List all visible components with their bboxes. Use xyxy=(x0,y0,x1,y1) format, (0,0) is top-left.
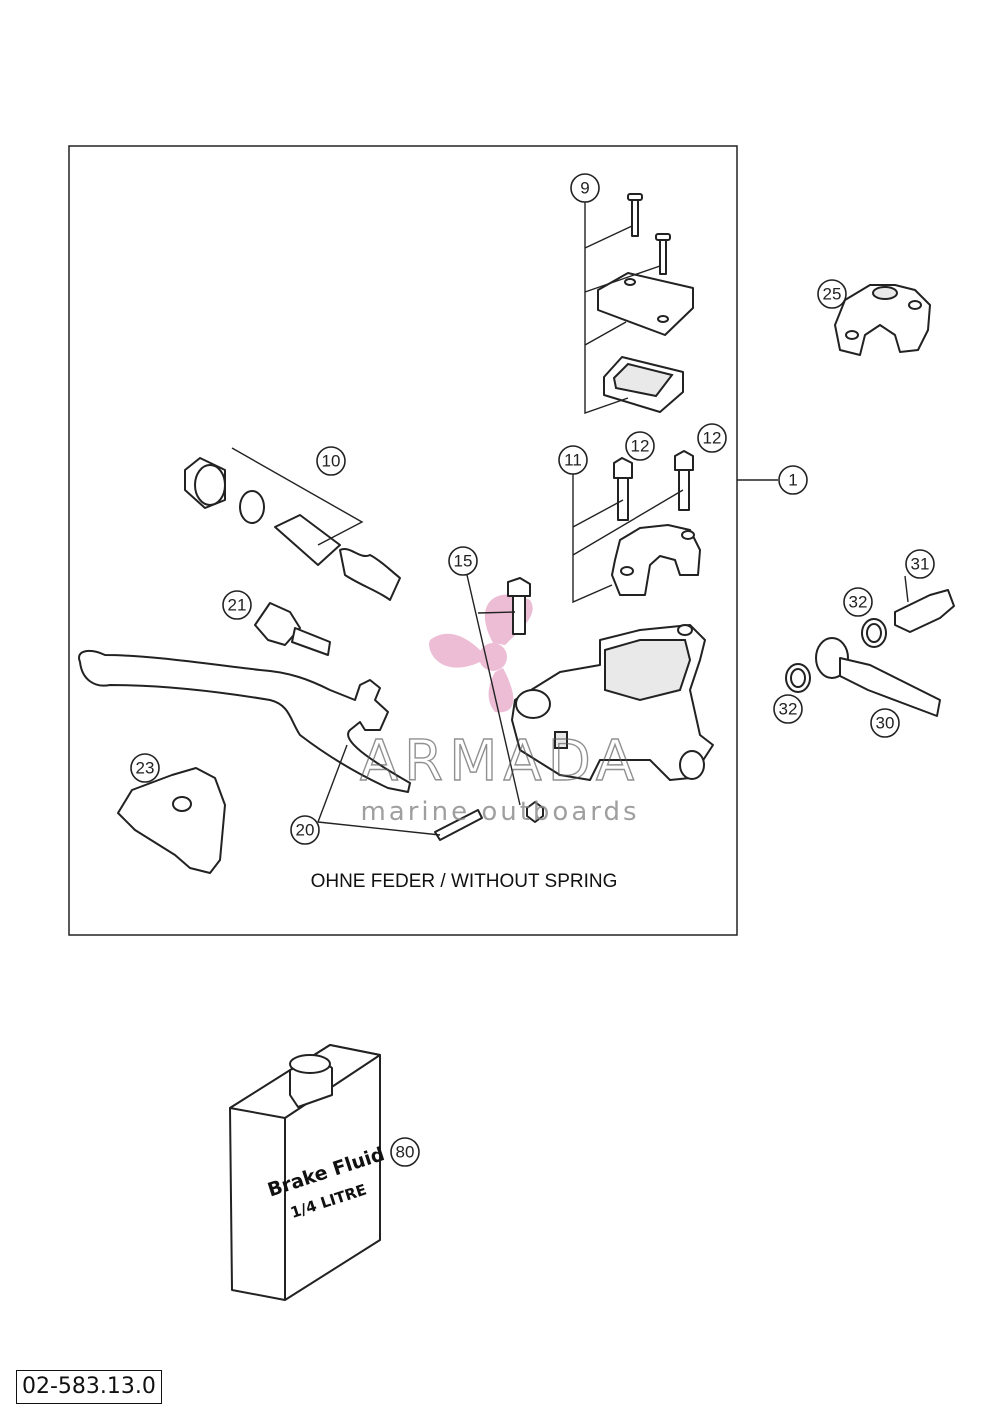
callout-32a: 32 xyxy=(843,587,873,617)
brake-lever xyxy=(78,649,411,793)
callout-15: 15 xyxy=(448,546,478,576)
svg-text:12: 12 xyxy=(703,429,722,448)
svg-text:23: 23 xyxy=(136,759,155,778)
leader-15 xyxy=(466,574,521,806)
svg-text:80: 80 xyxy=(396,1143,415,1162)
svg-text:15: 15 xyxy=(454,552,473,571)
callout-23: 23 xyxy=(130,753,160,783)
reference-number: 02-583.13.0 xyxy=(16,1370,162,1404)
watermark-title: ARMADA xyxy=(360,729,640,794)
svg-text:31: 31 xyxy=(911,555,930,574)
leader-9 xyxy=(584,200,629,414)
leader-20 xyxy=(317,744,348,823)
callout-12a: 12 xyxy=(625,431,655,461)
svg-text:21: 21 xyxy=(228,596,247,615)
reservoir-cover-set xyxy=(597,193,694,413)
svg-text:32: 32 xyxy=(779,700,798,719)
svg-text:11: 11 xyxy=(564,451,582,470)
assembly-frame xyxy=(68,145,738,936)
svg-text:9: 9 xyxy=(580,179,589,198)
svg-text:1: 1 xyxy=(788,471,797,490)
callout-1: 1 xyxy=(778,465,808,495)
callout-25: 25 xyxy=(817,279,847,309)
svg-text:25: 25 xyxy=(823,285,842,304)
svg-text:12: 12 xyxy=(631,437,650,456)
lever-cover-23 xyxy=(117,767,226,874)
callout-10: 10 xyxy=(316,446,346,476)
callout-21: 21 xyxy=(222,590,252,620)
leader-11 xyxy=(572,472,613,604)
piston-kit-10 xyxy=(184,457,401,601)
adjuster-21 xyxy=(254,602,331,656)
spring-20 xyxy=(434,809,483,841)
clamp-bolts-11-12 xyxy=(611,450,701,596)
svg-text:10: 10 xyxy=(322,452,341,471)
callout-12b: 12 xyxy=(697,423,727,453)
callout-9: 9 xyxy=(570,173,600,203)
brake-fluid-can: Brake Fluid 1/4 LITRE xyxy=(229,1044,387,1301)
hose-parts xyxy=(785,589,955,717)
callout-30: 30 xyxy=(870,708,900,738)
master-cylinder-body xyxy=(511,624,714,781)
callout-31: 31 xyxy=(905,549,935,579)
callout-20: 20 xyxy=(290,815,320,845)
svg-text:20: 20 xyxy=(296,821,315,840)
without-spring-note: OHNE FEDER / WITHOUT SPRING xyxy=(311,871,618,892)
callout-80: 80 xyxy=(390,1137,420,1167)
pivot-bolt-15 xyxy=(507,577,544,823)
callout-11: 11 xyxy=(558,445,588,475)
svg-text:30: 30 xyxy=(876,714,895,733)
leader-10 xyxy=(231,447,364,546)
svg-text:32: 32 xyxy=(849,593,868,612)
handlebar-clamp-25 xyxy=(834,284,931,356)
watermark-subtitle: marine outboards xyxy=(360,797,639,827)
callout-32b: 32 xyxy=(773,694,803,724)
